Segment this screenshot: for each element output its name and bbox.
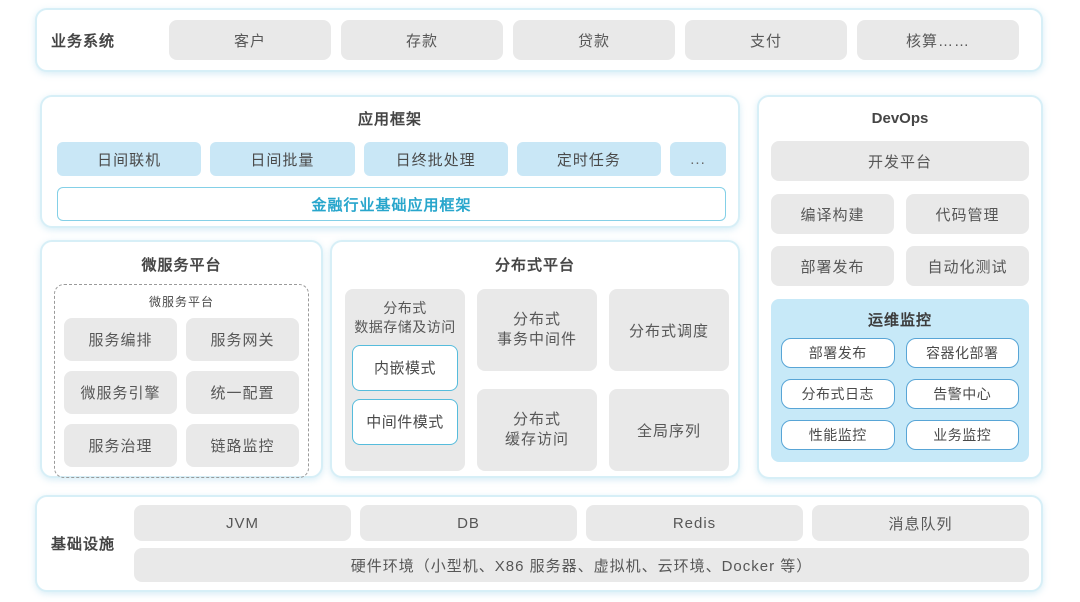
ops-monitoring-title: 运维监控 bbox=[867, 312, 932, 329]
app-framework-title: 应用框架 bbox=[357, 111, 422, 128]
box-auto-test: 自动化测试 bbox=[906, 246, 1029, 286]
box-daytime-batch: 日间批量 bbox=[210, 142, 355, 176]
box-code-mgmt: 代码管理 bbox=[906, 194, 1029, 234]
box-loan: 贷款 bbox=[513, 20, 675, 60]
box-mq: 消息队列 bbox=[812, 505, 1029, 541]
box-deploy-release: 部署发布 bbox=[771, 246, 894, 286]
infrastructure-row: JVM DB Redis 消息队列 bbox=[134, 505, 1029, 541]
box-middleware-mode: 中间件模式 bbox=[352, 398, 458, 445]
section-devops: DevOps 开发平台 编译构建 代码管理 部署发布 自动化测试 运维监控 部署… bbox=[757, 95, 1043, 479]
section-business-systems: 业务系统 客户 存款 贷款 支付 核算…… bbox=[35, 8, 1043, 72]
box-service-governance: 服务治理 bbox=[64, 424, 177, 467]
box-build: 编译构建 bbox=[771, 194, 894, 234]
business-systems-label: 业务系统 bbox=[51, 32, 116, 50]
section-microservice-platform: 微服务平台 微服务平台 服务编排 服务网关 微服务引擎 统一配置 服务治理 链路… bbox=[40, 240, 323, 478]
distributed-body: 分布式 数据存储及访问 内嵌模式 中间件模式 分布式 事务中间件 分布式 缓存访… bbox=[345, 289, 729, 471]
box-distributed-log: 分布式日志 bbox=[781, 379, 895, 409]
box-trace-monitor: 链路监控 bbox=[186, 424, 299, 467]
box-db: DB bbox=[360, 505, 577, 541]
box-customer: 客户 bbox=[169, 20, 331, 60]
microservice-grid: 服务编排 服务网关 微服务引擎 统一配置 服务治理 链路监控 bbox=[64, 318, 299, 467]
section-distributed-platform: 分布式平台 分布式 数据存储及访问 内嵌模式 中间件模式 分布式 事务中间件 分… bbox=[330, 240, 740, 478]
business-systems-row: 客户 存款 贷款 支付 核算…… bbox=[169, 20, 1019, 60]
box-hardware-env: 硬件环境（小型机、X86 服务器、虚拟机、云环境、Docker 等） bbox=[134, 548, 1029, 582]
box-finance-base-framework: 金融行业基础应用框架 bbox=[57, 187, 726, 221]
data-storage-access-title: 分布式 数据存储及访问 bbox=[354, 300, 456, 335]
box-tx-middleware: 分布式 事务中间件 bbox=[477, 289, 597, 371]
devops-title: DevOps bbox=[871, 110, 929, 127]
box-scheduled-task: 定时任务 bbox=[516, 142, 661, 176]
box-global-sequence: 全局序列 bbox=[609, 389, 729, 471]
distributed-title: 分布式平台 bbox=[494, 257, 575, 274]
box-mon-deploy-release: 部署发布 bbox=[781, 338, 895, 368]
box-biz-monitor: 业务监控 bbox=[905, 420, 1019, 450]
box-container-deploy: 容器化部署 bbox=[905, 338, 1019, 368]
box-unified-config: 统一配置 bbox=[186, 371, 299, 414]
infrastructure-content: JVM DB Redis 消息队列 硬件环境（小型机、X86 服务器、虚拟机、云… bbox=[134, 505, 1029, 582]
box-eod-batch: 日终批处理 bbox=[363, 142, 508, 176]
box-microservice-engine: 微服务引擎 bbox=[64, 371, 177, 414]
ops-monitoring-grid: 部署发布 容器化部署 分布式日志 告警中心 性能监控 业务监控 bbox=[781, 338, 1019, 450]
box-perf-monitor: 性能监控 bbox=[781, 420, 895, 450]
box-embedded-mode: 内嵌模式 bbox=[352, 344, 458, 391]
section-infrastructure: 基础设施 JVM DB Redis 消息队列 硬件环境（小型机、X86 服务器、… bbox=[35, 495, 1043, 592]
distributed-middle-column: 分布式 事务中间件 分布式 缓存访问 bbox=[477, 289, 597, 471]
box-dev-platform: 开发平台 bbox=[771, 141, 1029, 181]
box-service-orchestration: 服务编排 bbox=[64, 318, 177, 361]
app-framework-row: 日间联机 日间批量 日终批处理 定时任务 ... bbox=[57, 142, 726, 176]
panel-data-storage-access: 分布式 数据存储及访问 内嵌模式 中间件模式 bbox=[345, 289, 465, 471]
box-daytime-online: 日间联机 bbox=[57, 142, 202, 176]
box-deposit: 存款 bbox=[341, 20, 503, 60]
box-alert-center: 告警中心 bbox=[905, 379, 1019, 409]
infrastructure-label: 基础设施 bbox=[51, 536, 116, 553]
box-dist-scheduler: 分布式调度 bbox=[609, 289, 729, 371]
microservice-title: 微服务平台 bbox=[141, 257, 222, 274]
panel-ops-monitoring: 运维监控 部署发布 容器化部署 分布式日志 告警中心 性能监控 业务监控 bbox=[771, 299, 1029, 462]
box-dist-cache: 分布式 缓存访问 bbox=[477, 389, 597, 471]
box-jvm: JVM bbox=[134, 505, 351, 541]
section-app-framework: 应用框架 日间联机 日间批量 日终批处理 定时任务 ... 金融行业基础应用框架 bbox=[40, 95, 740, 228]
microservice-inner-title: 微服务平台 bbox=[148, 295, 214, 309]
box-redis: Redis bbox=[586, 505, 803, 541]
microservice-inner-panel: 微服务平台 服务编排 服务网关 微服务引擎 统一配置 服务治理 链路监控 bbox=[54, 284, 309, 478]
box-service-gateway: 服务网关 bbox=[186, 318, 299, 361]
distributed-right-column: 分布式调度 全局序列 bbox=[609, 289, 729, 471]
box-more: ... bbox=[670, 142, 726, 176]
devops-grid: 编译构建 代码管理 部署发布 自动化测试 bbox=[771, 194, 1029, 286]
box-payment: 支付 bbox=[685, 20, 847, 60]
box-accounting: 核算…… bbox=[857, 20, 1019, 60]
